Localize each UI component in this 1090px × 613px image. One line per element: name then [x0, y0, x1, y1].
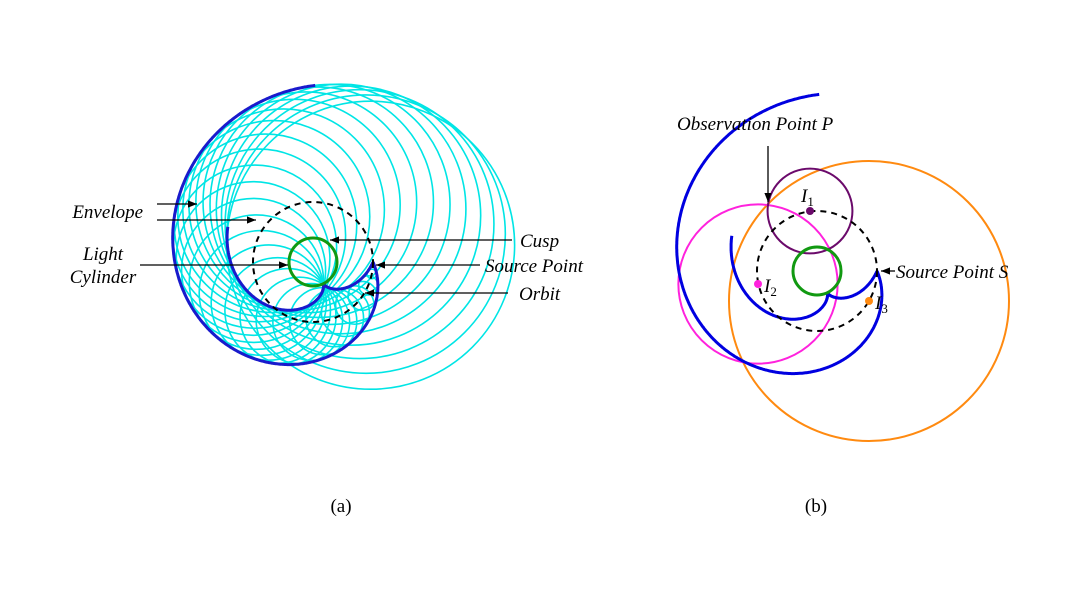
wavefront-circle — [224, 88, 495, 360]
wavefront-circle — [220, 85, 482, 347]
panel-b: Observation Point P Source Point S I1 I2… — [675, 92, 1010, 517]
i3-letter: I — [874, 293, 883, 314]
cusp-label: Cusp — [520, 231, 559, 252]
wavefront-circle — [215, 83, 467, 335]
light-cylinder-label-line1: Light — [82, 244, 124, 265]
orbit-label: Orbit — [519, 284, 561, 305]
envelope-inner-branch — [171, 83, 380, 367]
i3-label: I3 — [874, 293, 888, 316]
source-point-s-label: Source Point S — [896, 262, 1009, 283]
i1-label: I1 — [800, 186, 814, 209]
orbit-circle — [252, 201, 374, 323]
panel-a: Envelope Light Cylinder Cusp Source Poin… — [70, 83, 584, 517]
light-cylinder-circle — [791, 245, 843, 297]
light-cylinder-circle — [287, 236, 339, 288]
i3-subscript: 3 — [881, 301, 888, 316]
source-point-label: Source Point — [485, 256, 584, 277]
wavefront-circle-i1 — [766, 167, 854, 255]
envelope-outer-branch — [729, 235, 879, 321]
wavefront-circle — [272, 282, 351, 362]
i2-label: I2 — [763, 276, 777, 299]
panel-b-caption: (b) — [805, 496, 827, 517]
panel-a-caption: (a) — [330, 496, 351, 517]
wavefront-circle — [180, 197, 327, 344]
light-cylinder-label-line2: Cylinder — [70, 267, 137, 288]
observation-point-label: Observation Point P — [677, 114, 834, 135]
i1-letter: I — [800, 186, 809, 207]
wavefront-circle — [210, 244, 328, 361]
envelope-outer-branch — [225, 226, 375, 312]
image-point-i2 — [754, 280, 762, 288]
envelope-inner-branch — [675, 92, 884, 376]
orbit-circle — [756, 210, 878, 332]
i2-subscript: 2 — [770, 284, 777, 299]
i1-subscript: 1 — [807, 194, 814, 209]
image-point-i3 — [865, 297, 873, 305]
envelope-label: Envelope — [71, 202, 143, 223]
wavefront-circle-i3 — [728, 160, 1010, 442]
i2-letter: I — [763, 276, 772, 297]
image-point-i1 — [806, 207, 814, 215]
